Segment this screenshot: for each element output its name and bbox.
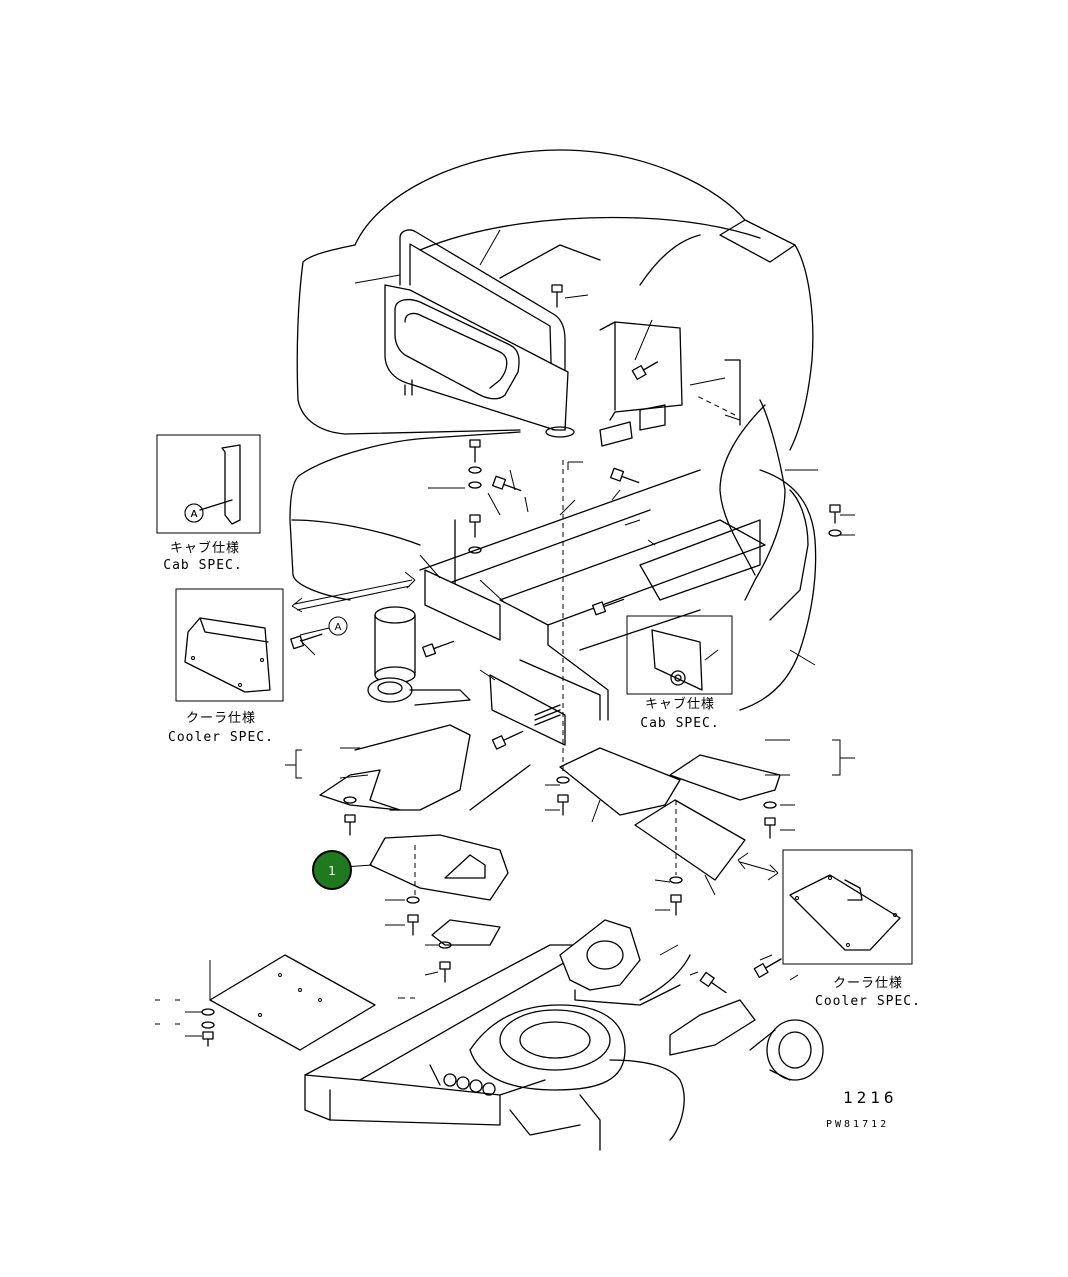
assembly-dashed-lines	[414, 394, 736, 895]
inset-cab-spec-top-en: Cab SPEC.	[163, 558, 242, 573]
angled-bolts	[290, 361, 782, 994]
washer	[406, 896, 420, 904]
inset-cab-spec-mid-jp: キャブ仕様	[645, 696, 715, 712]
callout-1-label[interactable]: 1	[328, 864, 336, 878]
bolt	[557, 794, 569, 816]
washer	[201, 1021, 215, 1029]
inset-cab-spec-top-jp: キャブ仕様	[170, 540, 240, 556]
washer	[201, 1008, 215, 1016]
center-cover-plates	[319, 569, 781, 946]
right-bracket	[599, 321, 786, 601]
bolt	[439, 961, 451, 983]
inset-cooler-spec-right: クーラ仕様 Cooler SPEC.	[782, 849, 921, 1009]
bolt	[670, 894, 682, 916]
callout-1-circle[interactable]	[312, 850, 352, 890]
washer	[468, 481, 482, 489]
washer	[556, 776, 570, 784]
page-number: 1216	[843, 1088, 898, 1107]
bolt	[202, 1031, 214, 1047]
inset-cab-spec-mid: キャブ仕様 Cab SPEC.	[626, 615, 733, 731]
group-brackets	[285, 461, 855, 779]
bolt	[829, 504, 841, 524]
inset-cooler-spec-right-en: Cooler SPEC.	[815, 994, 921, 1009]
bolt	[407, 914, 419, 936]
washer	[763, 801, 777, 809]
lower-left-plate	[209, 954, 376, 1051]
upper-cover-outline	[296, 149, 814, 451]
bolt	[344, 814, 356, 836]
double-arrows	[291, 571, 779, 881]
swing-bracket	[559, 919, 824, 1081]
svg-text:A: A	[191, 509, 198, 520]
bolt	[469, 514, 481, 538]
washer	[468, 466, 482, 474]
washer	[828, 529, 842, 537]
bolt	[469, 439, 481, 463]
washer	[669, 876, 683, 884]
washer	[438, 941, 452, 949]
svg-text:A: A	[191, 509, 198, 520]
inset-cab-spec-top: A キャブ仕様 Cab SPEC.	[156, 434, 261, 573]
handrail-assembly	[384, 229, 575, 438]
inset-cooler-spec-left-en: Cooler SPEC.	[168, 730, 274, 745]
main-deck-frame	[289, 431, 817, 721]
drawing-code: PW81712	[826, 1119, 889, 1130]
bolt	[764, 817, 776, 839]
inset-cab-spec-mid-en: Cab SPEC.	[640, 716, 719, 731]
inset-cooler-spec-left: クーラ仕様 Cooler SPEC.	[168, 588, 284, 745]
washer	[468, 546, 482, 554]
fastener-stacks	[201, 284, 842, 1047]
swing-post	[367, 606, 471, 706]
svg-text:A: A	[335, 622, 342, 633]
inset-cooler-spec-left-jp: クーラ仕様	[186, 711, 256, 726]
reference-mark-a-main: A	[299, 616, 348, 636]
callout-1[interactable]: 1	[312, 850, 352, 890]
washer	[343, 796, 357, 804]
leader-lines	[155, 229, 855, 1037]
bolt	[551, 284, 563, 308]
inset-cooler-spec-right-jp: クーラ仕様	[833, 976, 903, 991]
